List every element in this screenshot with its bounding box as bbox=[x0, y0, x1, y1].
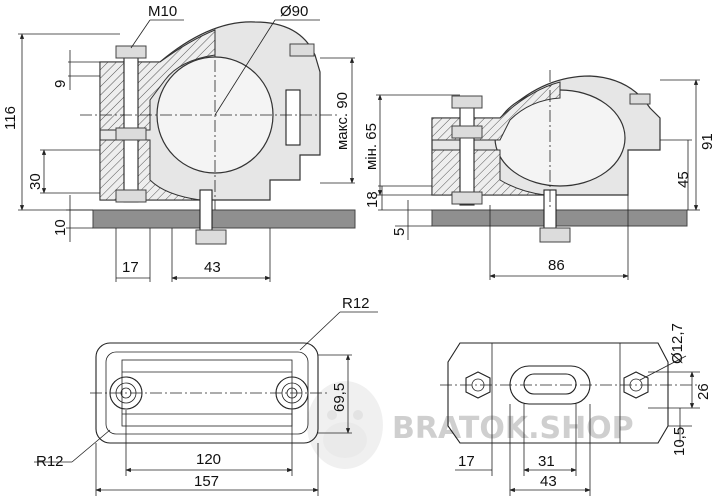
gorilla-logo-icon bbox=[307, 381, 383, 469]
dim-text-26: 26 bbox=[695, 383, 712, 400]
side-nut-under bbox=[539, 227, 571, 243]
dim-text-116: 116 bbox=[2, 106, 19, 130]
top-view: R12 R12 69,5 120 157 bbox=[34, 295, 378, 496]
label-r12-top: R12 bbox=[342, 295, 370, 312]
front-view: 116 9 30 10 17 43 M10 Ø90 макс. 90 bbox=[2, 3, 356, 282]
bolt-shaft-left bbox=[123, 51, 139, 203]
nut-bottom bbox=[195, 229, 227, 245]
nut-mid-left bbox=[115, 127, 147, 141]
slot-plate-outline bbox=[447, 342, 669, 444]
dim-text-slot-43: 43 bbox=[540, 473, 557, 490]
dim-text-43: 43 bbox=[204, 259, 221, 276]
dim-text-30: 30 bbox=[27, 173, 44, 190]
bolt-bottom bbox=[199, 189, 213, 233]
dim-text-18: 18 bbox=[364, 191, 381, 208]
slot-view: Ø12,7 26 10,5 17 31 43 bbox=[440, 323, 712, 496]
watermark-text: BRATOK.SHOP bbox=[392, 411, 634, 446]
dim-text-45: 45 bbox=[675, 171, 692, 188]
dim-text-157: 157 bbox=[194, 473, 219, 490]
dim-text-10-5: 10,5 bbox=[671, 427, 688, 456]
dim-text-86: 86 bbox=[548, 257, 565, 274]
dim-text-91: 91 bbox=[699, 133, 716, 150]
label-r12-bottom: R12 bbox=[36, 453, 64, 470]
dim-text-31: 31 bbox=[538, 453, 555, 470]
leader-m10 bbox=[130, 19, 151, 49]
leader-d12-7 bbox=[639, 355, 687, 381]
dim-text-slot-17: 17 bbox=[458, 453, 475, 470]
watermark: BRATOK.SHOP bbox=[307, 381, 634, 469]
dim-text-10: 10 bbox=[52, 219, 69, 236]
base-plate bbox=[92, 209, 356, 229]
dim-text-5: 5 bbox=[391, 228, 408, 236]
side-bolt-shaft bbox=[459, 99, 475, 206]
side-nut-mid bbox=[451, 125, 483, 139]
side-nut-top bbox=[451, 95, 483, 109]
nut-bottom-left bbox=[115, 189, 147, 203]
leader-r12-top bbox=[299, 311, 341, 351]
label-max90: макс. 90 bbox=[334, 92, 351, 150]
dim-text-17: 17 bbox=[122, 259, 139, 276]
stud-right bbox=[285, 89, 301, 146]
slot-inner bbox=[523, 373, 577, 395]
label-d12-7: Ø12,7 bbox=[669, 323, 686, 364]
nut-top-right bbox=[289, 43, 315, 57]
dim-text-9: 9 bbox=[52, 80, 69, 88]
label-min65: мін. 65 bbox=[363, 123, 380, 170]
side-nut-right bbox=[629, 93, 651, 105]
nut-top-left bbox=[115, 45, 147, 59]
leader-r12-bottom bbox=[71, 429, 111, 463]
dim-text-120: 120 bbox=[196, 451, 221, 468]
leader-d90 bbox=[214, 19, 276, 116]
side-nut-bottom bbox=[451, 191, 483, 205]
side-view: мін. 65 18 5 91 45 86 bbox=[363, 70, 716, 280]
side-base-plate bbox=[431, 209, 688, 227]
side-pipe bbox=[494, 89, 626, 187]
dim-text-69-5: 69,5 bbox=[331, 383, 348, 412]
label-m10: M10 bbox=[148, 3, 177, 20]
label-d90: Ø90 bbox=[280, 3, 308, 20]
